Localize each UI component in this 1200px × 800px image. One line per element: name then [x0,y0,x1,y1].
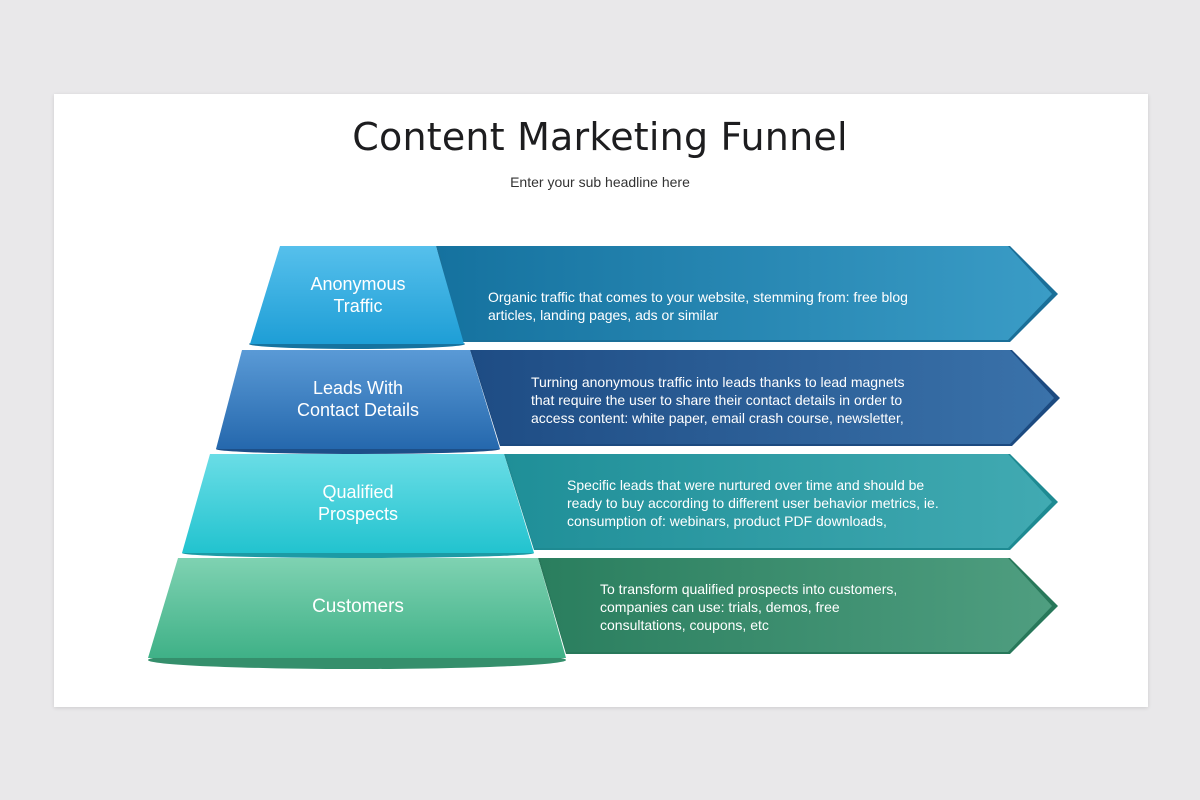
stage-arrow-qualified-prospects [504,454,1058,550]
stage-description-leads-with-contact-details: Turning anonymous traffic into leads tha… [531,373,991,427]
description-line: consumption of: webinars, product PDF do… [567,513,887,529]
description-line: access content: white paper, email crash… [531,410,904,426]
stage-label-anonymous-traffic: Anonymous Traffic [258,273,458,317]
stage-label-customers: Customers [233,596,483,618]
description-line: companies can use: trials, demos, free [600,599,840,615]
page-subtitle: Enter your sub headline here [510,174,690,190]
stage-label-line: Traffic [333,296,383,316]
funnel-segment-anonymous-traffic [249,246,465,349]
stage-label-line: Leads With [312,378,404,398]
stage-label-line: Anonymous [310,274,406,294]
description-line: ready to buy according to different user… [567,495,939,511]
description-line: Organic traffic that comes to your websi… [488,289,908,305]
funnel-segment-leads-with-contact-details [216,350,500,454]
stage-label-line: Contact Details [296,400,420,420]
stage-arrow-customers [538,558,1058,654]
stage-description-customers: To transform qualified prospects into cu… [600,580,1000,634]
stage-description-anonymous-traffic: Organic traffic that comes to your websi… [488,288,988,324]
description-line: that require the user to share their con… [531,392,903,408]
description-line: consultations, coupons, etc [600,617,769,633]
page-title: Content Marketing Funnel [352,115,848,159]
stage-description-qualified-prospects: Specific leads that were nurtured over t… [567,476,997,530]
stage-arrow-anonymous-traffic [436,246,1058,342]
stage-label-line: Qualified [322,482,394,502]
stage-label-line: Customers [312,596,404,617]
funnel-segment-customers [148,558,566,669]
stage-label-line: Prospects [317,504,399,524]
funnel-segment-qualified-prospects [182,454,534,558]
stage-arrow-leads-with-contact-details [470,350,1060,446]
description-line: To transform qualified prospects into cu… [600,581,898,597]
description-line: Turning anonymous traffic into leads tha… [531,374,905,390]
description-line: Specific leads that were nurtured over t… [567,477,925,493]
stage-label-qualified-prospects: Qualified Prospects [233,481,483,525]
stage-label-leads-with-contact-details: Leads With Contact Details [233,377,483,421]
description-line: articles, landing pages, ads or similar [488,307,719,323]
